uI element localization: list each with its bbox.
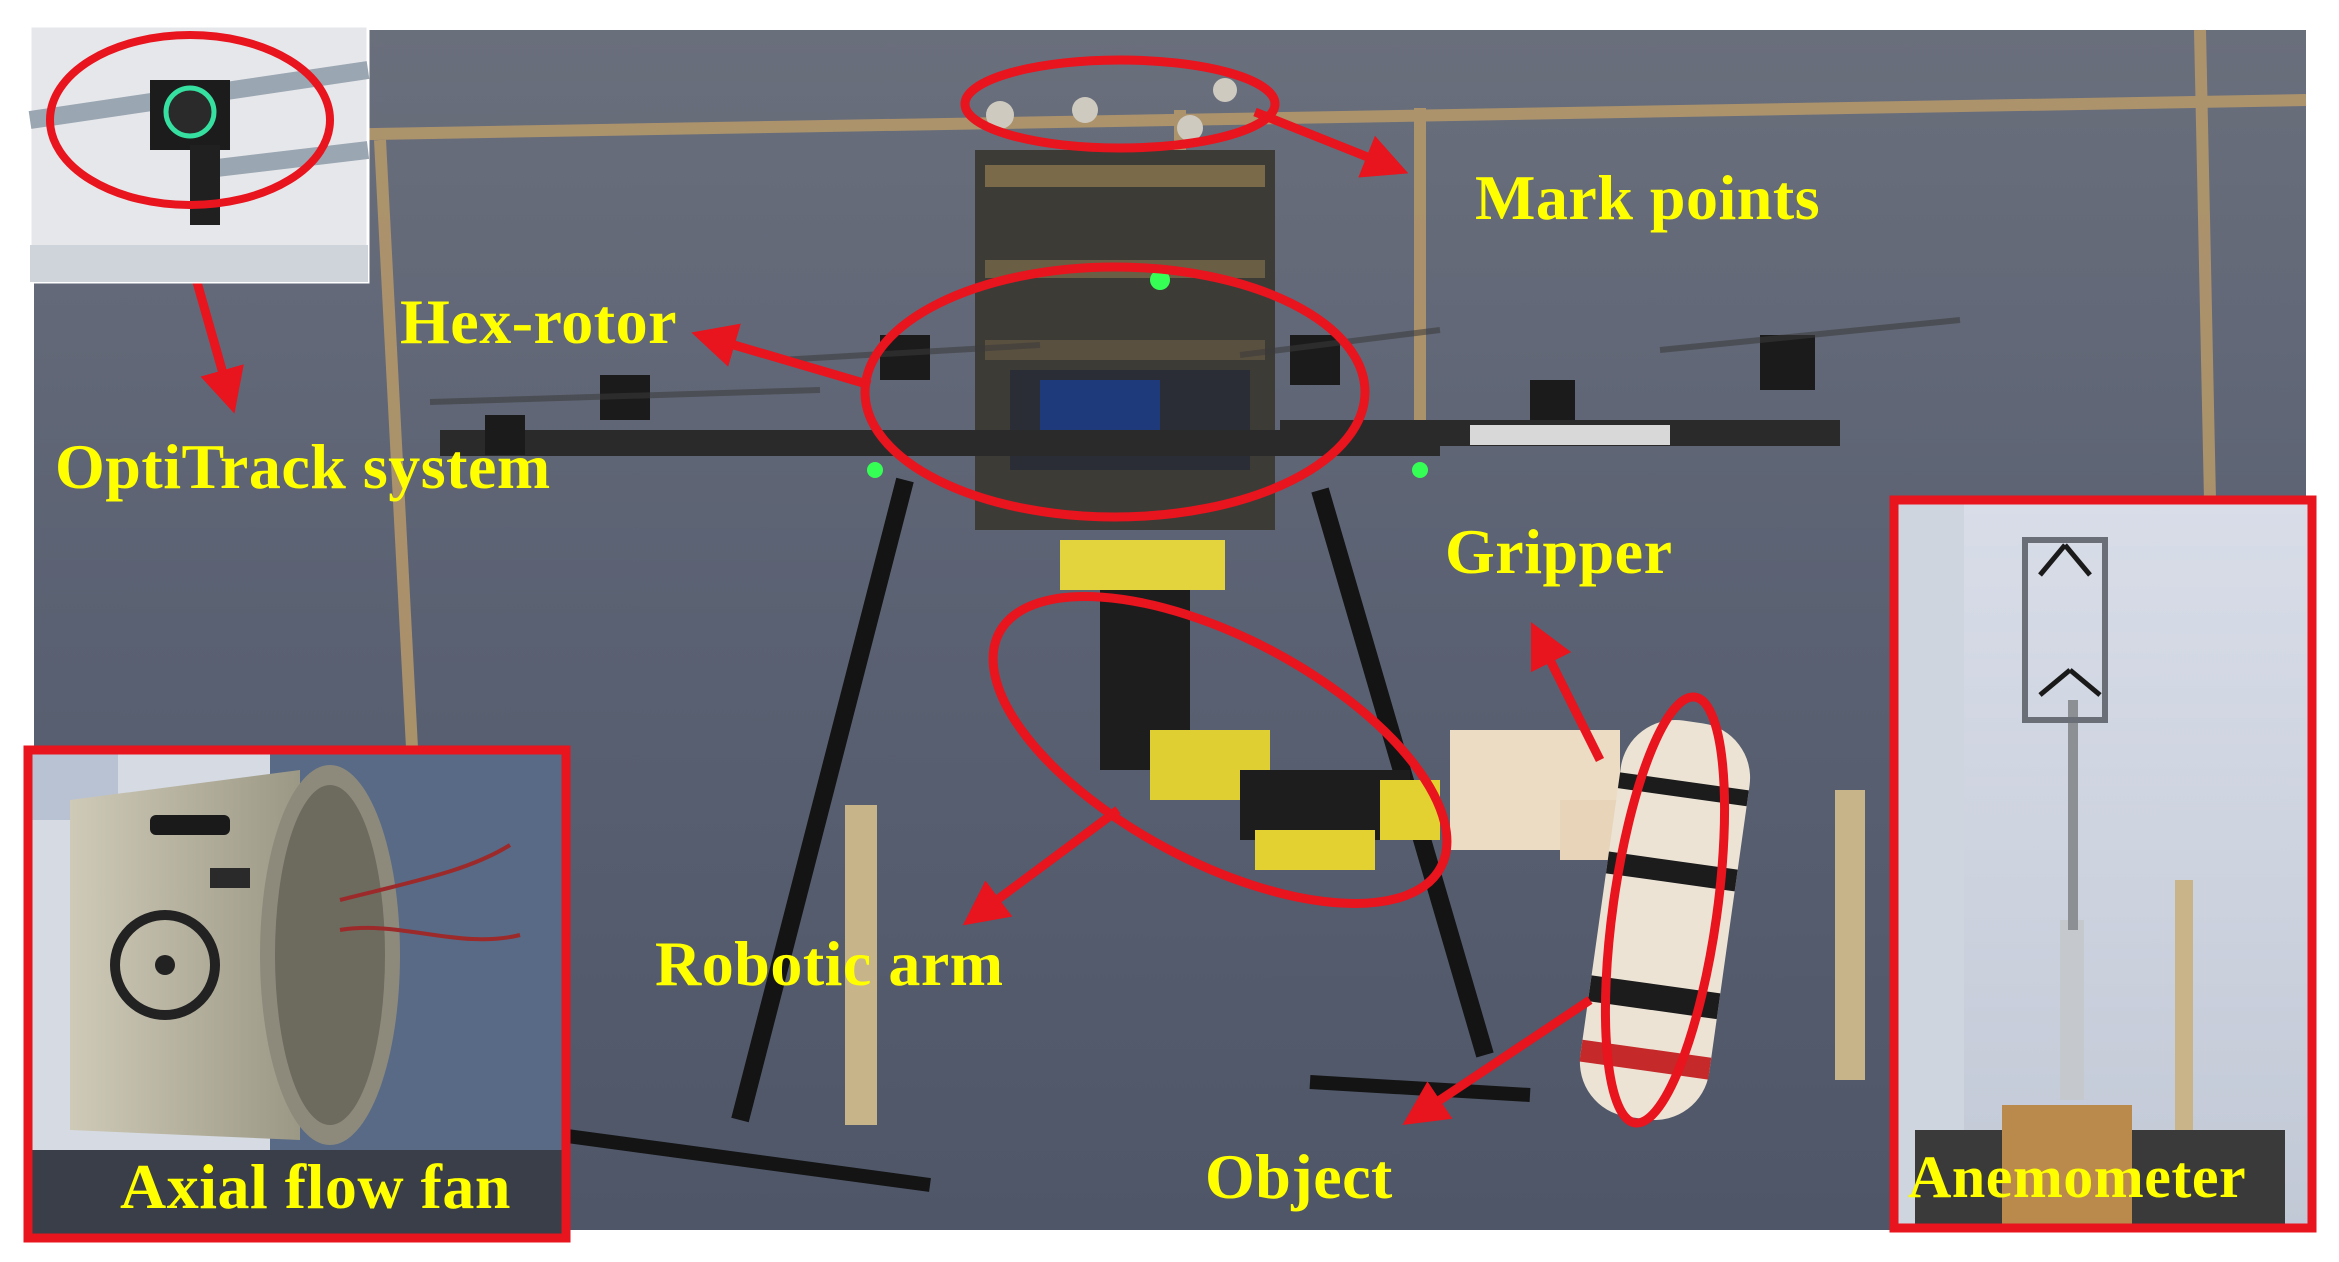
optitrack-inset <box>28 24 370 284</box>
object-ellipse <box>1600 692 1730 1128</box>
hex-rotor-drone <box>429 78 1961 1192</box>
label-hex-rotor: Hex-rotor <box>400 286 677 357</box>
label-optitrack: OptiTrack system <box>55 431 551 502</box>
floor-posts <box>845 790 1865 1125</box>
mark-point-4 <box>1213 78 1237 102</box>
label-robotic-arm: Robotic arm <box>655 928 1004 999</box>
mark-points-ellipse <box>960 55 1280 153</box>
arrow-gripper <box>1530 621 1605 763</box>
label-gripper: Gripper <box>1445 516 1673 587</box>
arrow-hex-rotor <box>691 323 872 390</box>
label-axial-fan: Axial flow fan <box>120 1151 511 1222</box>
arrow-robotic-arm <box>962 806 1121 926</box>
axial-fan-inset <box>23 745 571 1243</box>
anemometer-inset <box>1889 495 2317 1233</box>
optitrack-camera-lens <box>163 85 217 139</box>
arrow-mark-points <box>1253 107 1409 178</box>
mark-point-3 <box>1177 115 1203 141</box>
hex-rotor-ellipse <box>860 262 1370 522</box>
label-anemometer: Anemometer <box>1908 1144 2247 1210</box>
label-mark-points: Mark points <box>1475 162 1821 233</box>
label-object: Object <box>1205 1141 1393 1212</box>
mark-point-1 <box>986 101 1014 129</box>
arrow-object <box>1402 996 1593 1125</box>
mark-point-2 <box>1072 97 1098 123</box>
robotic-arm-ellipse <box>988 592 1452 908</box>
